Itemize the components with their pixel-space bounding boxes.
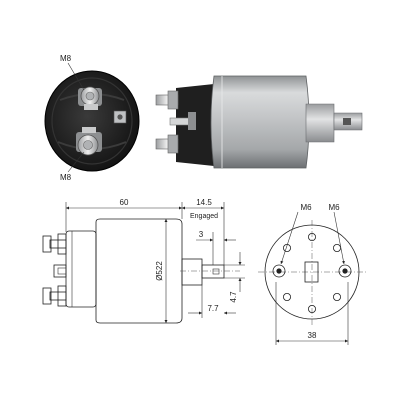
dim-plunger-length: 7.7 (207, 304, 219, 313)
photo-end-cap (44, 62, 140, 173)
dim-plunger-travel: 14.5 (196, 198, 212, 207)
bottom-terminal-stud (76, 127, 102, 156)
bolt-hole (307, 304, 316, 313)
side-lower-stud (42, 285, 67, 307)
end-view-drawing (258, 211, 366, 345)
bolt-hole (282, 243, 291, 252)
side-view-drawing (42, 202, 245, 324)
photo-solenoid-side (155, 75, 363, 169)
dim-slot-width: 4.7 (229, 291, 238, 303)
bolt-hole (307, 232, 316, 241)
field-terminal (113, 110, 127, 124)
bolt-hole (332, 243, 341, 252)
dim-body-length: 60 (120, 198, 129, 207)
label-engaged: Engaged (190, 213, 218, 220)
side-upper-stud (42, 233, 67, 255)
photo-spade-terminal (169, 112, 196, 130)
bolt-hole (332, 292, 341, 301)
top-terminal-stud (78, 86, 102, 110)
dim-plunger-offset: 3 (199, 230, 204, 239)
photo-lower-stud (155, 134, 179, 154)
bolt-hole (282, 292, 291, 301)
side-spade-terminal (53, 264, 67, 278)
dim-end-width: 38 (308, 331, 317, 340)
dim-body-diameter: Ø522 (155, 261, 164, 281)
label-bottom-thread: M8 (60, 173, 72, 182)
label-thread-right: M6 (328, 203, 340, 212)
end-right-stud (338, 264, 352, 278)
photo-upper-stud (155, 90, 179, 110)
label-thread-left: M6 (300, 203, 312, 212)
end-left-stud (272, 264, 286, 278)
label-top-thread: M8 (60, 54, 72, 63)
